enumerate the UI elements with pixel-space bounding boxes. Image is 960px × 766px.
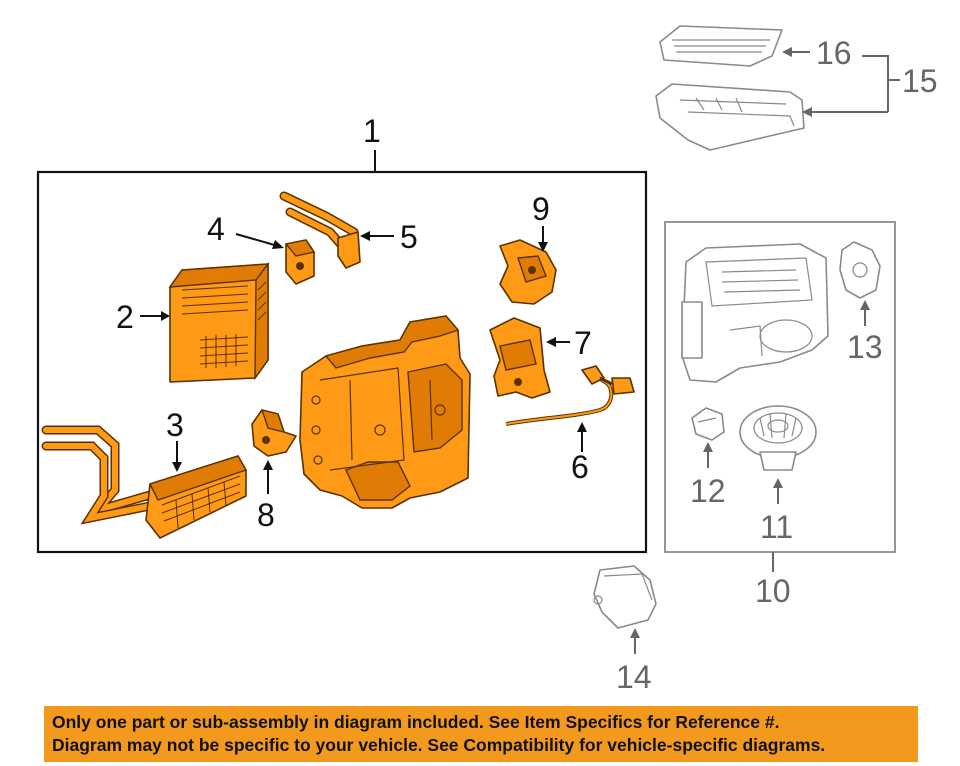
disclaimer-banner: Only one part or sub-assembly in diagram… bbox=[44, 706, 918, 762]
arrow-6 bbox=[577, 422, 587, 432]
module-part-14 bbox=[593, 565, 657, 629]
cabin-filter-part-16 bbox=[659, 25, 783, 67]
arrow-3 bbox=[172, 462, 182, 472]
callout-6: 6 bbox=[571, 449, 589, 485]
arrow-11 bbox=[773, 478, 783, 488]
actuator-part-7 bbox=[489, 317, 551, 399]
arrow-4 bbox=[272, 240, 284, 249]
callout-14: 14 bbox=[616, 659, 652, 695]
arrow-2 bbox=[161, 311, 170, 321]
resistor-part-12 bbox=[691, 407, 725, 441]
callout-4: 4 bbox=[207, 211, 225, 247]
callout-16: 16 bbox=[816, 35, 852, 71]
servo-part-13 bbox=[839, 241, 881, 299]
arrow-16 bbox=[782, 47, 792, 57]
callout-7: 7 bbox=[574, 325, 592, 361]
arrow-8 bbox=[263, 460, 273, 470]
servo-part-9 bbox=[499, 239, 557, 305]
callout-2: 2 bbox=[116, 299, 134, 335]
arrow-12 bbox=[703, 442, 713, 452]
callout-13: 13 bbox=[847, 329, 883, 365]
arrow-14 bbox=[630, 628, 640, 638]
disclaimer-line-2: Diagram may not be specific to your vehi… bbox=[52, 735, 826, 755]
arrow-7 bbox=[546, 337, 556, 347]
assembly-frame-10 bbox=[664, 221, 896, 553]
arrow-13 bbox=[860, 300, 870, 310]
callout-12: 12 bbox=[690, 473, 726, 509]
assembly-frame-1 bbox=[36, 170, 648, 554]
callout-10: 10 bbox=[755, 573, 791, 609]
callout-5: 5 bbox=[400, 219, 418, 255]
tube-assembly-part-5 bbox=[279, 191, 361, 269]
callout-3: 3 bbox=[166, 407, 184, 443]
arrow-case bbox=[802, 107, 812, 117]
arrow-5 bbox=[360, 231, 370, 241]
blower-motor-part-11 bbox=[739, 405, 817, 471]
callout-9: 9 bbox=[532, 191, 550, 227]
disclaimer-line-1: Only one part or sub-assembly in diagram… bbox=[52, 712, 780, 732]
filter-case bbox=[655, 83, 805, 151]
evaporator-core-part-2 bbox=[168, 261, 270, 383]
callout-15: 15 bbox=[902, 63, 938, 99]
heater-core-part-3 bbox=[41, 425, 248, 539]
arrow-9 bbox=[538, 242, 548, 252]
servo-part-8 bbox=[251, 409, 297, 457]
expansion-valve-part-4 bbox=[284, 239, 316, 285]
sensor-wire-part-6 bbox=[505, 365, 635, 426]
bracket-15 bbox=[862, 55, 900, 112]
hvac-case-housing bbox=[299, 315, 471, 509]
leader-4 bbox=[235, 233, 279, 247]
blower-housing bbox=[681, 243, 829, 383]
callout-1: 1 bbox=[363, 113, 381, 149]
callout-11: 11 bbox=[760, 509, 793, 545]
callout-8: 8 bbox=[257, 497, 275, 533]
